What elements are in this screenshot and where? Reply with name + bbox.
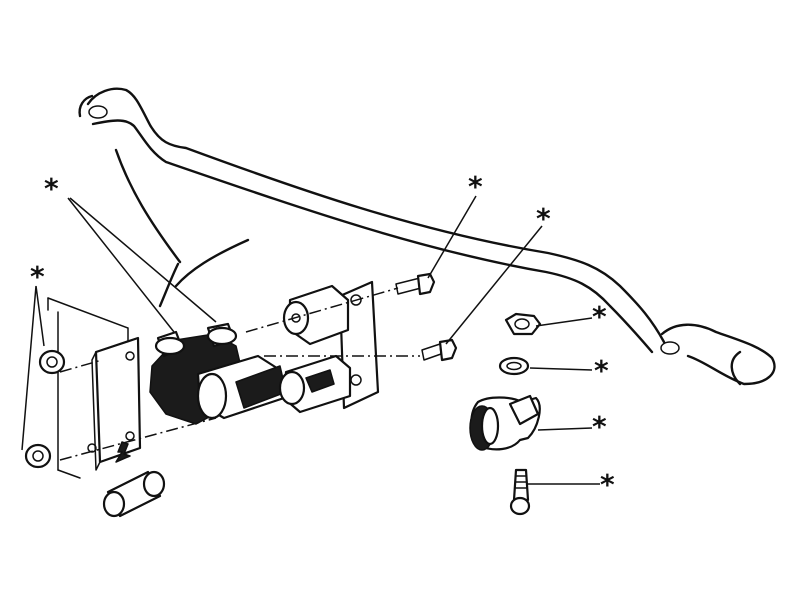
mounting-plate xyxy=(87,336,142,471)
frame-panel xyxy=(24,297,129,479)
callout-link-bushing: * xyxy=(592,410,607,443)
chassis-edge xyxy=(114,148,250,308)
center-bracket xyxy=(278,280,380,414)
callout-nut: * xyxy=(592,300,607,333)
leader-lines xyxy=(21,195,600,485)
callout-bracket-bolt-lower: * xyxy=(536,202,551,235)
spacer-sleeve xyxy=(102,470,166,518)
callout-link-bolt: * xyxy=(600,468,615,501)
callout-frame-bolts: * xyxy=(30,260,45,293)
callouts: * * * * * * * * xyxy=(30,170,615,501)
assembly-lines xyxy=(59,287,420,461)
frame-hole-upper xyxy=(38,349,66,375)
clamp-assembly-left xyxy=(149,322,287,425)
bolt-lower xyxy=(421,338,458,362)
washer xyxy=(498,356,530,376)
callout-bushings-left: * xyxy=(44,172,59,205)
bolt-upper xyxy=(395,272,436,296)
callout-bracket-bolt-upper: * xyxy=(468,170,483,203)
link-bolt xyxy=(509,468,531,516)
nut xyxy=(504,312,542,336)
stabilizer-bar xyxy=(78,87,776,386)
callout-washer: * xyxy=(594,354,609,387)
bar-eye-right xyxy=(660,341,680,355)
link-bushing xyxy=(469,394,541,451)
frame-hole-lower xyxy=(24,443,52,469)
bar-eye-left xyxy=(88,105,108,119)
